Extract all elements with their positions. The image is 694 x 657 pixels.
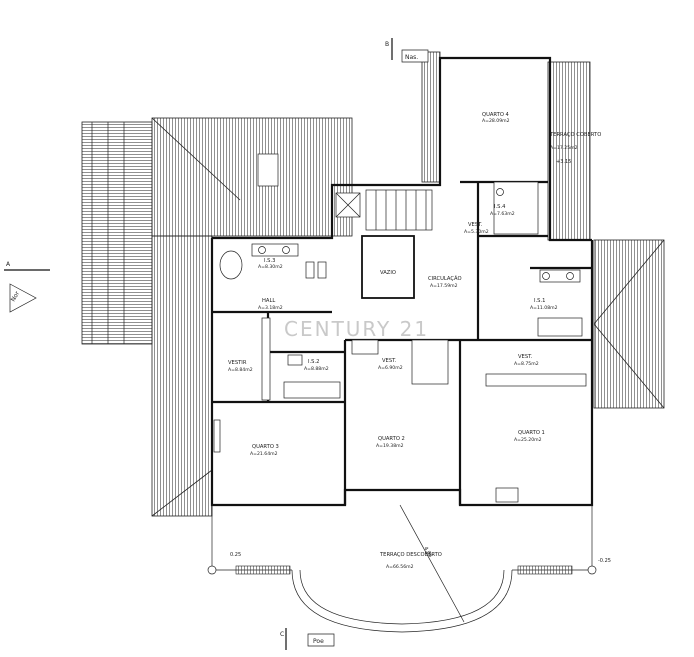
room-quarto-2-name: QUARTO 2 — [378, 436, 405, 442]
room-is2-name: I.S.2 — [308, 359, 319, 365]
room-vest-top-area: A=5.30m2 — [464, 229, 489, 235]
void-outline — [361, 235, 415, 299]
room-hall-name: HALL — [262, 298, 275, 304]
room-terraco-descoberto-area: A=66.56m2 — [386, 564, 414, 570]
room-vest-top-name: VEST. — [468, 222, 483, 228]
elevation-top: +3.15 — [556, 159, 571, 165]
elevation-right: -0.25 — [598, 558, 611, 564]
closet-icon — [351, 339, 379, 355]
room-circulacao-area: A=17.59m2 — [430, 283, 458, 289]
room-hall-area: A=3.18m2 — [258, 305, 283, 311]
room-quarto-4-area: A=28.09m2 — [482, 118, 510, 124]
room-quarto-1-name: QUARTO 1 — [518, 430, 545, 436]
compass-east-icon — [401, 49, 429, 63]
room-quarto-3-name: QUARTO 3 — [252, 444, 279, 450]
is2-sink-icon — [287, 354, 303, 366]
bidet-icon — [317, 261, 327, 279]
window-icon — [213, 419, 221, 453]
room-quarto-2-area: A=19.38m2 — [376, 443, 404, 449]
orientation-east: Nas. — [405, 54, 418, 61]
room-vest-mid-name: VEST. — [382, 358, 397, 364]
elevation-left: 0.25 — [230, 552, 241, 558]
room-vazio-name: VAZIO — [380, 270, 396, 276]
orientation-west: Poe — [313, 638, 324, 645]
watermark: CENTURY 21 — [284, 317, 429, 341]
compass-north-icon — [9, 283, 37, 313]
roof-left — [151, 117, 353, 517]
toilet-icon — [305, 261, 315, 279]
fireplace-icon — [495, 487, 519, 503]
room-vestir-area: A=8.84m2 — [228, 367, 253, 373]
staircase — [335, 189, 433, 231]
room-terraco-coberto-name: TERRAÇO COBERTO — [549, 132, 601, 138]
is1-bath-icon — [537, 317, 583, 337]
room-is2-area: A=8.88m2 — [304, 366, 329, 372]
is2-bath-icon — [283, 381, 341, 399]
room-terraco-descoberto-name: TERRAÇO DESCOBERTO — [379, 552, 442, 558]
wardrobe-vestir-icon — [261, 317, 271, 401]
room-quarto-3-area: A=21.64m2 — [250, 451, 278, 457]
room-is1-area: A=11.08m2 — [530, 305, 558, 311]
room-is4-name: I.S.4 — [494, 204, 506, 210]
room-is4-area: A=7.63m2 — [490, 211, 515, 217]
dimension-diag: 4.06 — [422, 546, 433, 559]
section-c: C — [280, 631, 284, 638]
skylight-icon — [257, 153, 279, 187]
room-is1-name: I.S.1 — [534, 298, 545, 304]
room-labels: QUARTO 4 A=28.09m2 TERRAÇO COBERTO A=17.… — [228, 112, 601, 570]
vest-mid-closet-icon — [411, 339, 449, 385]
room-quarto-4-name: QUARTO 4 — [482, 112, 510, 118]
fixtures — [213, 181, 587, 503]
terrace — [207, 504, 597, 633]
compass-west-icon — [307, 633, 335, 647]
room-vest-mid-area: A=6.90m2 — [378, 365, 403, 371]
bathtub-icon — [219, 250, 243, 280]
section-b: B — [385, 41, 389, 48]
pergola-left — [81, 121, 153, 345]
room-vest-right-area: A=8.75m2 — [514, 361, 539, 367]
room-vestir-name: VESTIR — [228, 360, 247, 366]
room-vest-right-name: VEST. — [518, 354, 533, 360]
wardrobe-right-icon — [485, 373, 587, 387]
room-is3-name: I.S.3 — [264, 258, 275, 264]
section-a: A — [6, 261, 11, 268]
room-circulacao-name: CIRCULAÇÃO — [428, 275, 462, 282]
room-terraco-coberto-area: A=17.25m2 — [550, 145, 578, 151]
room-quarto-1-area: A=25.20m2 — [514, 437, 542, 443]
room-is3-area: A=8.30m2 — [258, 264, 283, 270]
roof-right — [593, 239, 665, 409]
orientation-north: Nor — [10, 290, 22, 303]
section-markers — [4, 38, 429, 650]
